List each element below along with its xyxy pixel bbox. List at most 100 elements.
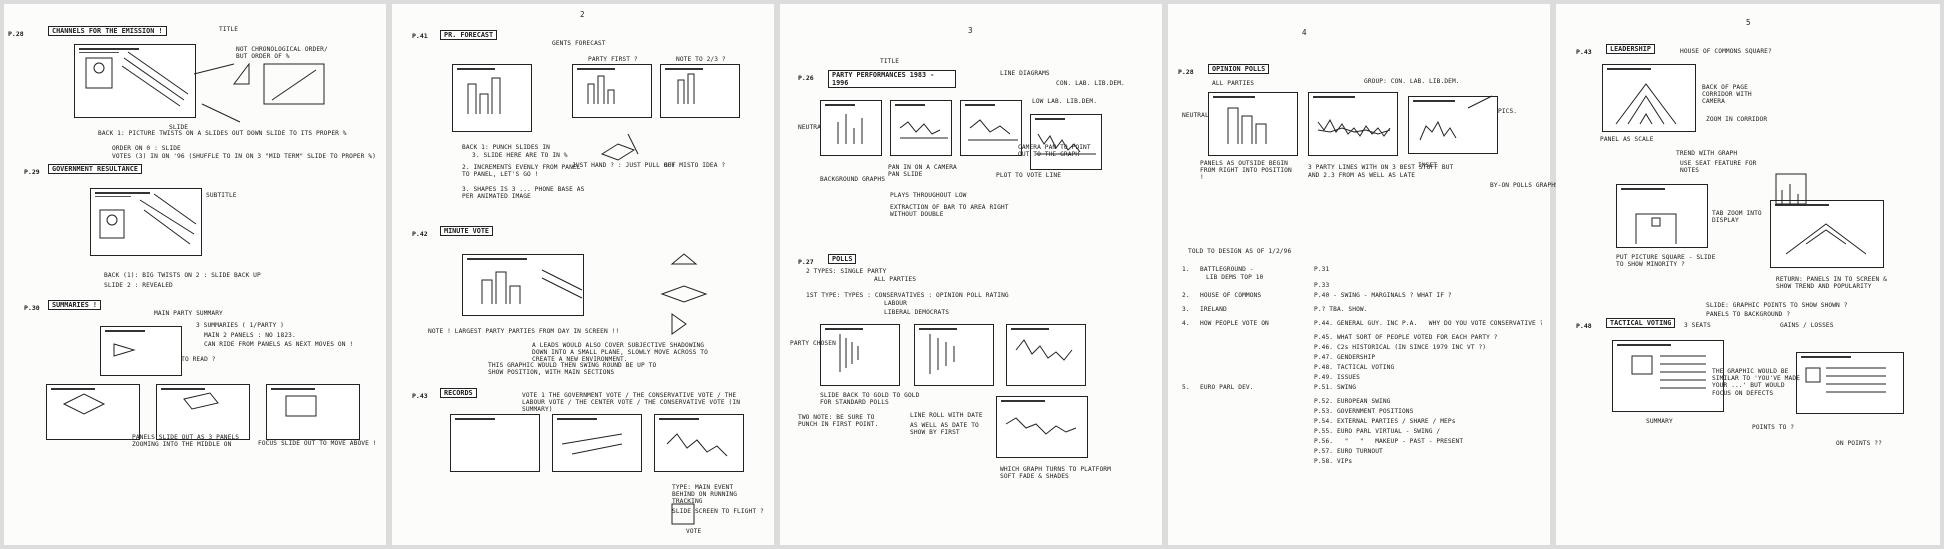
note: SLIDE: GRAPHIC POINTS TO SHOW SHOWN ? — [1706, 302, 1848, 309]
sketch-drawings — [837, 114, 1096, 435]
note: BUT MISTO IDEA ? — [664, 162, 726, 169]
section-heading: OPINION POLLS — [1208, 64, 1270, 74]
storyboard-frame — [1796, 352, 1904, 414]
note: BY-ON POLLS GRAPHS — [1490, 182, 1559, 189]
note: ALL PARTIES — [874, 276, 917, 283]
contents-row: P.57. EURO TURNOUT — [1182, 448, 1542, 458]
contents-num: 2. — [1182, 292, 1190, 299]
note: ORDER ON 0 : SLIDE — [112, 145, 181, 152]
section-heading: CHANNELS FOR THE EMISSION ! — [48, 26, 167, 36]
note: 3. SHAPES IS 3 ... PHONE BASE AS PER ANI… — [462, 186, 585, 201]
storyboard-sheet-3: 3 P.26 TITLE PARTY PERFORMANCES 1983 - 1… — [780, 4, 1162, 545]
page-number: 2 — [580, 10, 585, 19]
note: CAMERA PAN TO POINT OUT TO THE GRAPH — [1018, 144, 1091, 159]
note: PANEL AS SCALE — [1600, 136, 1654, 143]
note: GROUP: CON. LAB. LIB.DEM. — [1364, 78, 1460, 85]
note: NOTE TO 2/3 ? — [676, 56, 726, 63]
section-heading: TACTICAL VOTING — [1606, 318, 1676, 328]
note: MAIN 2 PANELS : NO 1823. — [204, 332, 296, 339]
contents-ref: P.56. " " MAKEUP - PAST - PRESENT — [1314, 438, 1464, 445]
note: PLAYS THROUGHOUT LOW — [890, 192, 967, 199]
storyboard-frame — [1602, 64, 1696, 132]
contents-ref: P.? TBA. SHOW. — [1314, 306, 1368, 313]
storyboard-frame — [820, 324, 900, 386]
note: PARTY FIRST ? — [588, 56, 638, 63]
page-ref: P.42 — [412, 230, 428, 238]
note: VOTE — [686, 528, 702, 535]
contents-ref: P.52. EUROPEAN SWING — [1314, 398, 1391, 405]
section-heading: LEADERSHIP — [1606, 44, 1655, 54]
contents-ref: P.53. GOVERNMENT POSITIONS — [1314, 408, 1414, 415]
note: AND 2.3 FROM AS WELL AS LATE — [1308, 172, 1416, 179]
contents-ref: P.40 - SWING - MARGINALS ? WHAT IF ? — [1314, 292, 1452, 299]
storyboard-frame — [996, 396, 1088, 458]
contents-row: P.46. C2s HISTORICAL (IN SINCE 1979 INC … — [1182, 344, 1542, 354]
note: JUST HAND ? : JUST PULL OFF — [572, 162, 676, 169]
page-ref: P.29 — [24, 168, 40, 176]
sketch-drawings — [1227, 95, 1493, 144]
contents-row: P.58. VIPs — [1182, 458, 1542, 468]
contents-item: EURO PARL DEV. — [1200, 384, 1254, 391]
note: SLIDE SCREEN TO FLIGHT ? — [672, 508, 764, 515]
storyboard-sheet-2: 2 P.41 PR. FORECAST GENTS FORECAST PARTY… — [392, 4, 774, 545]
note: A LEADS WOULD ALSO COVER SUBJECTIVE SHAD… — [532, 342, 708, 364]
contents-row: P.45. WHAT SORT OF PEOPLE VOTED FOR EACH… — [1182, 334, 1542, 344]
note: TOLD TO DESIGN AS OF 1/2/96 — [1188, 248, 1292, 255]
note: BACKGROUND GRAPHS — [820, 176, 886, 183]
contents-ref: P.47. GENDERSHIP — [1314, 354, 1376, 361]
storyboard-sheet-4: 4 P.28 OPINION POLLS ALL PARTIES GROUP: … — [1168, 4, 1559, 545]
note: VOTES (3) IN ON '96 (SHUFFLE TO IN ON 3 … — [112, 153, 376, 160]
storyboard-frame — [1612, 340, 1724, 412]
contents-sub: LIB DEMS TOP 10 — [1206, 274, 1264, 281]
note: LOW LAB. LIB.DEM. — [1032, 98, 1098, 105]
contents-ref: P.58. VIPs — [1314, 458, 1353, 465]
storyboard-frame — [1030, 114, 1102, 170]
contents-row: P.56. " " MAKEUP - PAST - PRESENT — [1182, 438, 1542, 448]
section-heading: MINUTE VOTE — [440, 226, 494, 236]
note: PANELS AS OUTSIDE BEGIN FROM RIGHT INTO … — [1200, 160, 1292, 182]
note: PUT PICTURE SQUARE - SLIDE TO SHOW MINOR… — [1616, 254, 1716, 269]
page-ref: P.30 — [24, 304, 40, 312]
note: CAN RIDE FROM PANELS AS NEXT MOVES ON ! — [204, 341, 354, 348]
note: PARTY CHOSEN — [790, 340, 836, 347]
note: THIS GRAPHIC WOULD THEN SWING ROUND BE U… — [488, 362, 657, 377]
note: INSET — [1418, 162, 1438, 169]
contents-num: 5. — [1182, 384, 1190, 391]
contents-item: BATTLEGROUND - — [1200, 266, 1254, 273]
contents-row: 4. HOW PEOPLE VOTE ON P.44. GENERAL GUY. I… — [1182, 320, 1542, 330]
contents-ref: P.33 — [1314, 282, 1330, 289]
note: GENTS FORECAST — [552, 40, 606, 47]
contents-num: 4. — [1182, 320, 1190, 327]
contents-row: P.52. EUROPEAN SWING — [1182, 398, 1542, 408]
contents-row: P.49. ISSUES — [1182, 374, 1542, 384]
note: LINE ROLL WITH DATE — [910, 412, 983, 419]
note: TITLE — [219, 26, 239, 33]
page-ref: P.41 — [412, 32, 428, 40]
storyboard-frame — [890, 100, 952, 156]
note: EXTRACTION OF BAR TO AREA RIGHT WITHOUT … — [890, 204, 1009, 219]
note: TWO NOTE: BE SURE TO PUNCH IN FIRST POIN… — [798, 414, 879, 429]
contents-ref: P.44. GENERAL GUY. INC P.A. WHY DO YOU V… — [1314, 320, 1542, 327]
note: 3. SLIDE HERE ARE TO IN % — [472, 152, 568, 159]
contents-ref: P.49. ISSUES — [1314, 374, 1360, 381]
note: 3 SUMMARIES ( 1/PARTY ) — [196, 322, 284, 329]
contents-ref: P.57. EURO TURNOUT — [1314, 448, 1383, 455]
contents-ref: P.55. EURO PARL VIRTUAL - SWING / — [1314, 428, 1441, 435]
sketch-drawings — [62, 51, 325, 417]
note: BACK (1): BIG TWISTS ON 2 : SLIDE BACK U… — [104, 272, 261, 279]
note: POINTS TO ? — [1752, 424, 1795, 431]
note: GAINS / LOSSES — [1780, 322, 1834, 329]
contents-item: HOW PEOPLE VOTE ON — [1200, 320, 1269, 327]
note: RETURN: PANELS IN TO SCREEN & SHOW TREND… — [1776, 276, 1887, 291]
note: SUBTITLE — [206, 192, 237, 199]
note: MAIN PARTY SUMMARY — [154, 310, 223, 317]
storyboard-frame — [820, 100, 882, 156]
page-ref: P.43 — [1576, 48, 1592, 56]
contents-item: IRELAND — [1200, 306, 1227, 313]
storyboard-frame — [266, 384, 360, 440]
storyboard-frame — [156, 384, 250, 440]
storyboard-frame — [1408, 96, 1498, 154]
storyboard-sheet-1: P.28 CHANNELS FOR THE EMISSION ! TITLE N… — [4, 4, 386, 545]
note: NOT CHRONOLOGICAL ORDER/ BUT ORDER OF % — [236, 46, 328, 61]
